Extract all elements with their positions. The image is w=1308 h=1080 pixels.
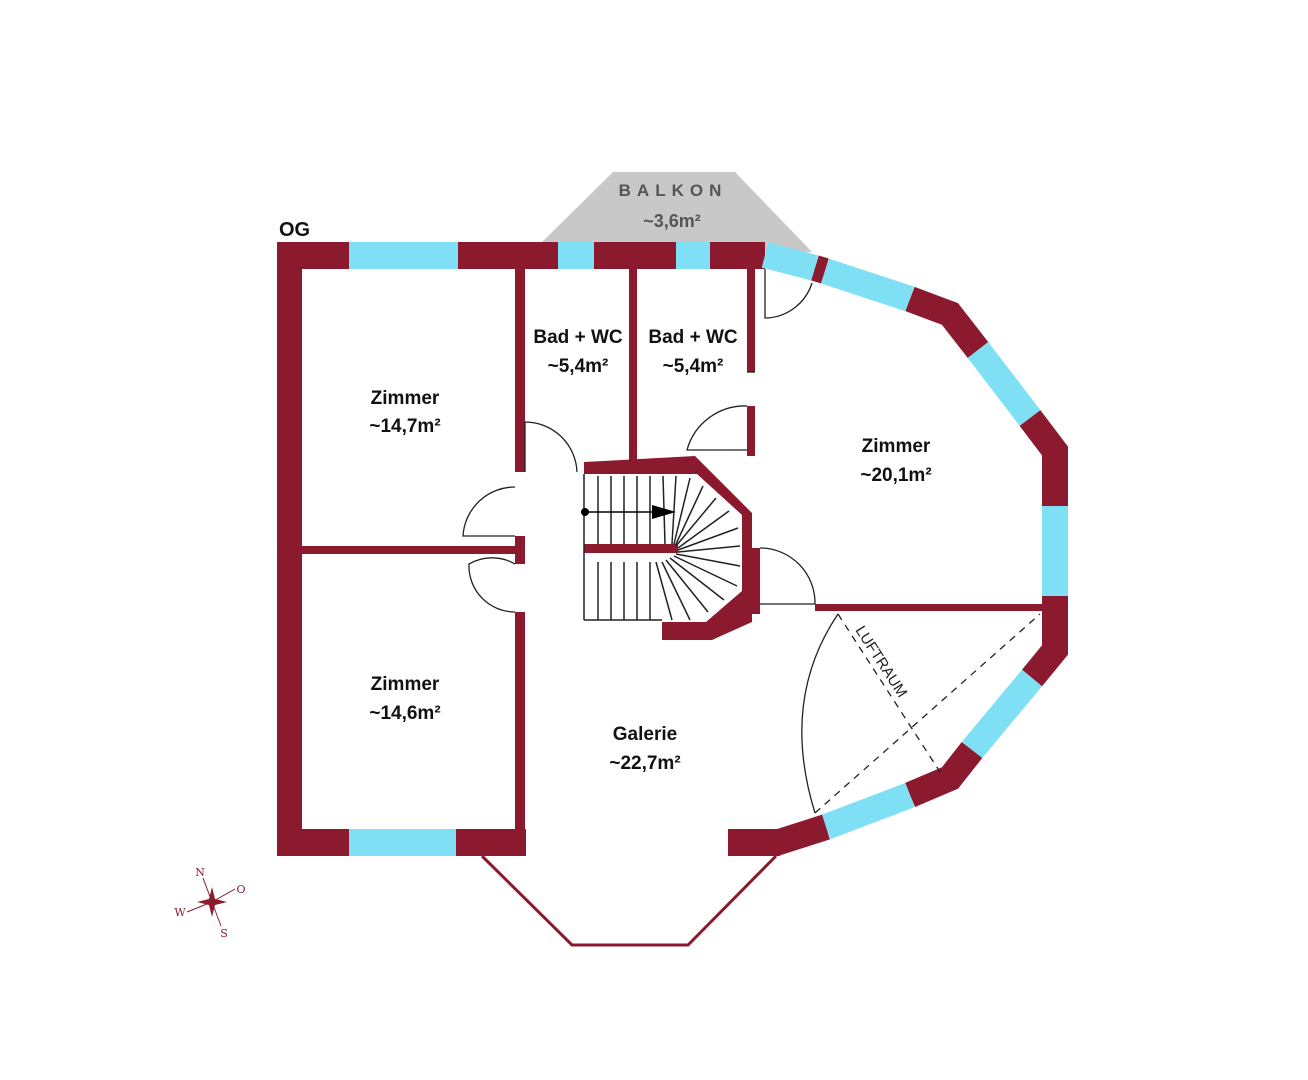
balkon-area: ~3,6m² bbox=[643, 211, 701, 231]
room-zimmer-1-area: ~14,7m² bbox=[369, 416, 440, 437]
stair-direction-arrow bbox=[581, 505, 676, 519]
room-bad-2-area: ~5,4m² bbox=[663, 356, 724, 377]
bay-window-outline bbox=[480, 854, 778, 947]
interior-walls bbox=[302, 262, 1043, 834]
room-bad-2-name: Bad + WC bbox=[648, 327, 737, 348]
stair-enclosure bbox=[584, 456, 752, 640]
room-zimmer-2-name: Zimmer bbox=[862, 436, 931, 457]
luftraum bbox=[814, 613, 1041, 814]
balcony-area bbox=[542, 172, 812, 252]
room-bad-1-name: Bad + WC bbox=[533, 327, 622, 348]
floor-label: OG bbox=[279, 219, 310, 241]
compass-s: S bbox=[220, 927, 228, 940]
windows bbox=[349, 242, 1068, 856]
compass-rose: N O S W bbox=[174, 866, 245, 940]
compass-n: N bbox=[195, 866, 205, 879]
door-swings bbox=[462, 269, 839, 814]
luftraum-label: LUFTRAUM bbox=[852, 623, 911, 701]
room-galerie-area: ~22,7m² bbox=[609, 753, 680, 774]
room-zimmer-1-name: Zimmer bbox=[371, 388, 440, 409]
room-zimmer-3-area: ~14,6m² bbox=[369, 703, 440, 724]
compass-w: W bbox=[174, 906, 186, 919]
angled-walls bbox=[761, 242, 1068, 856]
compass-o: O bbox=[236, 883, 245, 896]
room-zimmer-3-name: Zimmer bbox=[371, 674, 440, 695]
balkon-title: BALKON bbox=[619, 181, 728, 200]
room-zimmer-2-area: ~20,1m² bbox=[860, 465, 931, 486]
room-galerie-name: Galerie bbox=[613, 724, 677, 745]
room-bad-1-area: ~5,4m² bbox=[548, 356, 609, 377]
stair-treads bbox=[583, 474, 741, 621]
